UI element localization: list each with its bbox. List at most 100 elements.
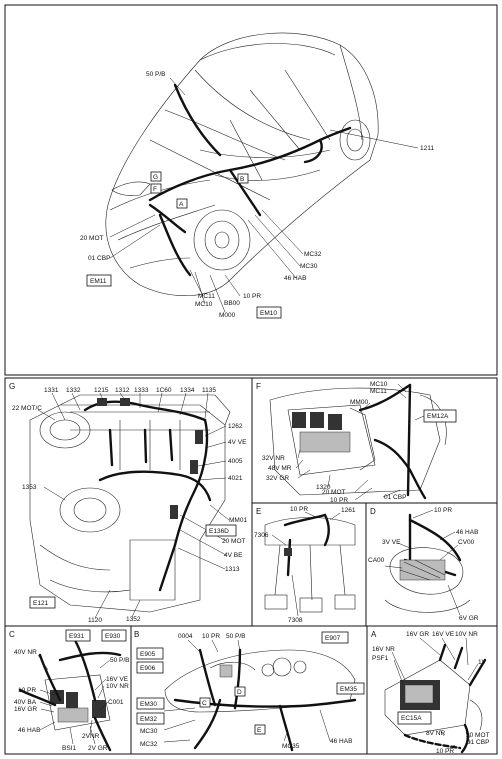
- panel-c-drawing: [18, 638, 122, 752]
- b-tag-e905: E905: [140, 651, 156, 658]
- car-tag-b: B: [240, 176, 244, 183]
- f-label-10pr: 10 PR: [330, 497, 348, 504]
- g-label-1312: 1312: [115, 387, 130, 394]
- car-drawing: [105, 32, 379, 296]
- g-label-20mot: 20 MOT: [222, 538, 246, 545]
- e-label-7306: 7306: [254, 532, 269, 539]
- d-label-46hab: 46 HAB: [456, 529, 478, 536]
- g-label-1215: 1215: [94, 387, 109, 394]
- g-label-1332: 1332: [66, 387, 81, 394]
- car-label-mc30: MC30: [300, 263, 318, 270]
- g-label-mm01: MM01: [229, 517, 247, 524]
- a-label-16vnr: 16V NR: [372, 646, 395, 653]
- g-label-1334: 1334: [180, 387, 195, 394]
- b-tag-em30: EM30: [140, 701, 157, 708]
- b-tag-em32: EM32: [140, 716, 157, 723]
- g-label-22motc: 22 MOT/C: [12, 405, 42, 412]
- g-label-4021: 4021: [228, 475, 243, 482]
- c-tag-e931: E931: [69, 633, 85, 640]
- panel-f-letter: F: [256, 382, 261, 391]
- f-label-01cbp: 01 CBP: [384, 494, 406, 501]
- c-label-16vve: 16V VE: [106, 676, 129, 683]
- g-label-1313: 1313: [225, 566, 240, 573]
- e-leader-10pr: [304, 511, 319, 519]
- f-tag-em12a: EM12A: [427, 413, 449, 420]
- g-label-1353: 1353: [22, 484, 37, 491]
- d-leader-10pr: [412, 509, 434, 519]
- panel-c-letter: C: [9, 630, 15, 639]
- c-label-2vnr: 2VNR: [82, 733, 100, 740]
- g-label-4005: 4005: [228, 458, 243, 465]
- d-label-10pr: 10 PR: [434, 507, 452, 514]
- g-label-1333: 1333: [134, 387, 149, 394]
- g-label-4vbe: 4V BE: [224, 552, 243, 559]
- panel-f-drawing: [269, 383, 447, 500]
- panel-f-leaders: [295, 383, 425, 501]
- b-label-10pr: 10 PR: [202, 633, 220, 640]
- e-label-7308: 7308: [288, 617, 303, 624]
- e-leader-7306: [271, 534, 287, 546]
- d-leader-cv00: [439, 544, 459, 561]
- panel-g-letter: G: [9, 382, 15, 391]
- d-leader-6vgr: [447, 584, 461, 616]
- car-label-20mot: 20 MOT: [80, 235, 104, 242]
- car-tag-a: A: [179, 201, 184, 208]
- c-label-bsi1: BSI1: [62, 745, 76, 752]
- a-label-01cbp: 01 CBP: [467, 739, 489, 746]
- car-tag-f: F: [153, 186, 157, 193]
- panel-a-frame: [366, 625, 498, 755]
- b-label-46hab: 46 HAB: [330, 738, 352, 745]
- b-tag-em35: EM35: [340, 686, 357, 693]
- c-label-10pr: 10 PR: [18, 687, 36, 694]
- c-label-16vgr: 16V GR: [14, 706, 37, 713]
- c-label-40vnr: 40V NR: [14, 649, 37, 656]
- f-label-1320: 1320: [316, 484, 331, 491]
- car-label-bb00: BB00: [224, 300, 240, 307]
- d-label-6vgr: 6V GR: [459, 615, 479, 622]
- e-label-10pr: 10 PR: [290, 506, 308, 513]
- e-leader-1261: [329, 512, 341, 521]
- f-label-mc11: MC11: [370, 388, 387, 395]
- car-label-mc32: MC32: [304, 251, 322, 258]
- panel-e-letter: E: [256, 507, 261, 516]
- car-tag-em11: EM11: [90, 278, 107, 285]
- f-label-32vgr: 32V GR: [266, 475, 289, 482]
- car-label-m000: M000: [219, 312, 236, 319]
- a-label-16vve: 16V VE: [432, 631, 455, 638]
- car-label-50pb: 50 P/B: [146, 71, 166, 78]
- a-label-20mot: 20 MOT: [466, 732, 490, 739]
- c-tag-e930: E930: [105, 633, 121, 640]
- panel-d-letter: D: [370, 507, 376, 516]
- b-tag-e906: E906: [140, 665, 156, 672]
- d-leader-3vve: [397, 542, 411, 549]
- car-label-1211: 1211: [420, 145, 434, 152]
- d-leader-ca00: [384, 565, 403, 569]
- b-tag-e907: E907: [325, 635, 341, 642]
- a-label-10pr: 10 PR: [436, 748, 454, 755]
- panel-e-drawing: [264, 513, 356, 613]
- a-label-8vnr: 8V NR: [426, 730, 445, 737]
- b-tag-e: E: [257, 727, 262, 734]
- b-label-mc30: MC30: [140, 728, 158, 735]
- b-tag-d: D: [237, 689, 242, 696]
- f-label-mc10: MC10: [370, 381, 388, 388]
- g-label-1120: 1120: [88, 617, 102, 624]
- panel-b-frame: [130, 625, 368, 755]
- c-label-2vgr: 2V GR: [88, 745, 108, 752]
- car-label-mc10: MC10: [195, 301, 213, 308]
- a-label-1v: 1V: [478, 659, 487, 666]
- d-leader-46hab: [439, 531, 456, 541]
- a-label-16vgr: 16V GR: [406, 631, 429, 638]
- g-tag-e136d: E136D: [209, 528, 229, 535]
- e-label-1261: 1261: [341, 507, 356, 514]
- d-label-3vve: 3V VE: [382, 539, 401, 546]
- panel-b-leaders: [163, 639, 331, 743]
- e-leader-7308: [291, 574, 299, 617]
- car-tag-g: G: [153, 174, 158, 181]
- a-tag-ec15a: EC15A: [401, 715, 422, 722]
- c-label-c001: C001: [108, 699, 124, 706]
- b-label-50pb: 50 P/B: [226, 633, 246, 640]
- a-label-10vnr: 10V NR: [455, 631, 478, 638]
